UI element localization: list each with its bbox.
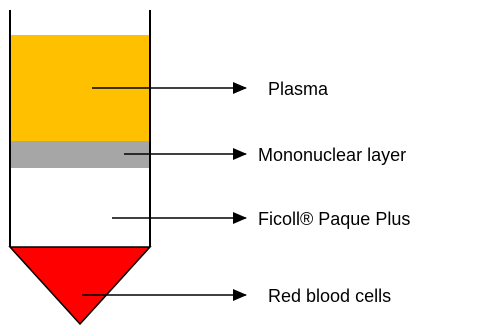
mononuclear-layer-label: Mononuclear layer [258,145,406,165]
ficoll-layer [10,168,150,247]
red-blood-cells-label: Red blood cells [268,286,391,306]
red-blood-cells-layer [10,247,150,324]
plasma-label: Plasma [268,79,329,99]
ficoll-label: Ficoll® Paque Plus [258,209,410,229]
